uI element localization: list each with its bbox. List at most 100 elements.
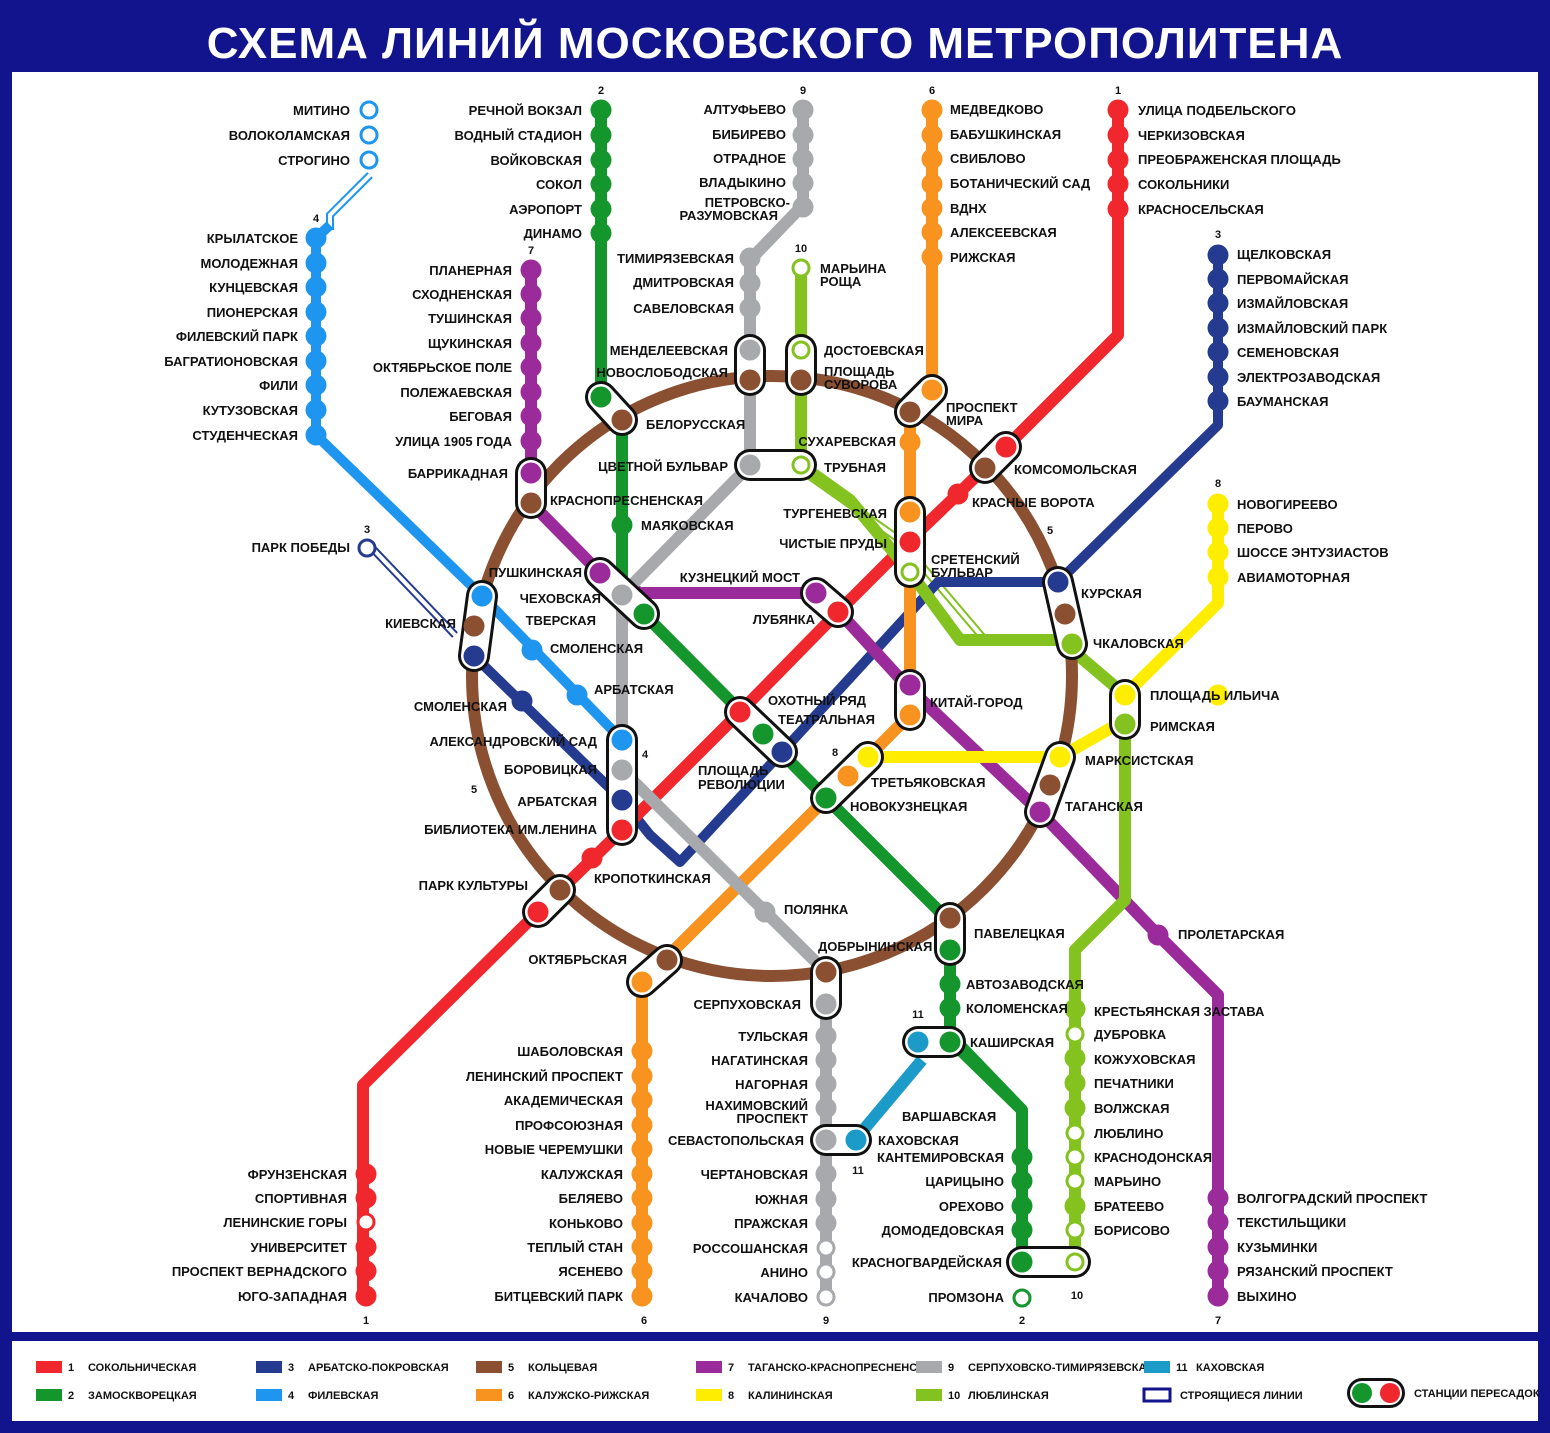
l10-station-dot <box>1064 1072 1086 1094</box>
line-number-n1: 1 <box>363 1315 369 1327</box>
station-label-yuzhnaya: ЮЖНАЯ <box>755 1192 808 1207</box>
l7-station-dot <box>805 582 827 604</box>
line-number-n10: 10 <box>795 243 807 255</box>
l7-station-dot <box>1147 924 1169 946</box>
station-label-sokolniki: СОКОЛЬНИКИ <box>1138 177 1229 192</box>
l6-station-dot <box>631 1040 653 1062</box>
legend-number-2: 2 <box>68 1390 74 1402</box>
station-label-sokol: СОКОЛ <box>536 177 582 192</box>
station-label-smolenskaya4: СМОЛЕНСКАЯ <box>550 641 643 656</box>
line-number-n8: 8 <box>1215 478 1221 490</box>
l7-station-dot <box>1207 1236 1229 1258</box>
legend-swatch-5 <box>476 1361 502 1373</box>
legend-swatch-6 <box>476 1389 502 1401</box>
legend-swatch-4 <box>256 1389 282 1401</box>
l7-station-dot <box>520 356 542 378</box>
l10-station-dot <box>1065 1123 1085 1143</box>
l7-station-dot <box>589 562 611 584</box>
station-label-oktyabrskoe-pole: ОКТЯБРЬСКОЕ ПОЛЕ <box>373 360 512 375</box>
line-number-n1: 1 <box>1115 85 1121 97</box>
line-number-n5: 5 <box>1047 525 1053 537</box>
station-label-ryazansky: РЯЗАНСКИЙ ПРОСПЕКТ <box>1237 1264 1393 1279</box>
station-label-pervomayskaya: ПЕРВОМАЙСКАЯ <box>1237 272 1348 287</box>
station-label-kashirskaya: КАШИРСКАЯ <box>970 1035 1054 1050</box>
station-label-park-kultury: ПАРК КУЛЬТУРЫ <box>419 878 528 893</box>
station-label-krasnodonskaya: КРАСНОДОНСКАЯ <box>1094 1150 1212 1165</box>
legend-construction-label: СТРОЯЩИЕСЯ ЛИНИИ <box>1180 1390 1303 1402</box>
station-label-baumanskaya: БАУМАНСКАЯ <box>1237 394 1329 409</box>
l10-station-dot <box>1064 1195 1086 1217</box>
map-title: СХЕМА ЛИНИЙ МОСКОВСКОГО МЕТРОПОЛИТЕНА <box>207 17 1344 68</box>
station-label-altufevo: АЛТУФЬЕВО <box>704 102 787 117</box>
l7-station-dot <box>1207 1285 1229 1307</box>
station-label-chistye-prudy: ЧИСТЫЕ ПРУДЫ <box>779 536 887 551</box>
l6-station-dot <box>921 246 943 268</box>
l4-station-dot <box>305 399 327 421</box>
line-number-n11: 11 <box>912 1009 924 1021</box>
station-label-krylatskoe: КРЫЛАТСКОЕ <box>207 231 299 246</box>
legend-swatch-2 <box>36 1389 62 1401</box>
station-label-smolenskaya3: СМОЛЕНСКАЯ <box>414 699 507 714</box>
station-label-otradnoe: ОТРАДНОЕ <box>713 151 786 166</box>
l4-station-dot <box>305 301 327 323</box>
station-label-trubnaya: ТРУБНАЯ <box>824 460 886 475</box>
l1-station-dot <box>995 436 1017 458</box>
legend-number-8: 8 <box>728 1390 734 1402</box>
station-label-nagornaya: НАГОРНАЯ <box>735 1077 808 1092</box>
station-label-kuznetsky: КУЗНЕЦКИЙ МОСТ <box>680 570 800 585</box>
l10-station-dot <box>1065 1147 1085 1167</box>
station-label-kitay-gorod: КИТАЙ-ГОРОД <box>930 695 1023 710</box>
station-label-sevastopolskaya: СЕВАСТОПОЛЬСКАЯ <box>668 1133 804 1148</box>
station-label-polyanka: ПОЛЯНКА <box>784 902 849 917</box>
l2-station-dot <box>633 603 655 625</box>
l1-station-dot <box>1107 149 1129 171</box>
station-label-lyublino: ЛЮБЛИНО <box>1094 1126 1164 1141</box>
station-label-komsomolskaya: КОМСОМОЛЬСКАЯ <box>1014 462 1137 477</box>
station-label-studencheskaya: СТУДЕНЧЕСКАЯ <box>192 428 298 443</box>
station-label-aeroport: АЭРОПОРТ <box>509 202 582 217</box>
l5-station-dot <box>463 615 485 637</box>
station-label-strogino: СТРОГИНО <box>278 153 350 168</box>
l9-station-dot <box>739 339 761 361</box>
station-label-vykhino: ВЫХИНО <box>1237 1289 1297 1304</box>
station-label-tretyakovskaya: ТРЕТЬЯКОВСКАЯ <box>871 775 985 790</box>
l2-station-dot <box>939 939 961 961</box>
station-label-rossoshanskaya: РОССОШАНСКАЯ <box>693 1241 808 1256</box>
l9-station-dot <box>815 1212 837 1234</box>
l2-station-dot <box>590 222 612 244</box>
l3-construction-inner <box>370 546 457 637</box>
station-label-timiryazevskaya: ТИМИРЯЗЕВСКАЯ <box>617 251 734 266</box>
station-label-orekhovo: ОРЕХОВО <box>939 1199 1004 1214</box>
legend-transfer-label: СТАНЦИИ ПЕРЕСАДОК <box>1414 1388 1540 1400</box>
l2-station-dot <box>1011 1219 1033 1241</box>
station-label-barrikadnaya: БАРРИКАДНАЯ <box>408 466 508 481</box>
l4-station-dot <box>611 729 633 751</box>
l6-station-dot <box>921 173 943 195</box>
l4-station-dot <box>305 252 327 274</box>
station-label-arbatskaya4: АРБАТСКАЯ <box>594 682 674 697</box>
line-number-n4: 4 <box>313 213 320 225</box>
station-label-paveletskaya: ПАВЕЛЕЦКАЯ <box>974 926 1065 941</box>
l5-station-dot <box>1054 603 1076 625</box>
l3-station-dot <box>1207 341 1229 363</box>
l10-station-dot <box>1114 713 1136 735</box>
station-label-tushinskaya: ТУШИНСКАЯ <box>428 311 512 326</box>
l11-station-dot <box>907 1031 929 1053</box>
l4-station-dot <box>359 150 379 170</box>
legend-line-name-2: ЗАМОСКВОРЕЦКАЯ <box>88 1390 197 1402</box>
station-label-anino: АНИНО <box>760 1265 808 1280</box>
line-number-n3: 3 <box>364 524 370 536</box>
l1-station-dot <box>581 847 603 869</box>
l6-station-dot <box>899 431 921 453</box>
l10-station-dot <box>1065 1171 1085 1191</box>
l11-track <box>850 1056 927 1144</box>
station-label-kuntsevskaya: КУНЦЕВСКАЯ <box>209 280 298 295</box>
station-label-vodny: ВОДНЫЙ СТАДИОН <box>455 128 583 143</box>
l10-station-dot <box>1064 998 1086 1020</box>
station-label-pl-rev1: ПЛОЩАДЬ <box>698 763 768 778</box>
l3-station-dot <box>1207 317 1229 339</box>
l7-station-dot <box>1207 1260 1229 1282</box>
station-labels: МИТИНОВОЛОКОЛАМСКАЯСТРОГИНОКРЫЛАТСКОЕМОЛ… <box>164 102 1427 1305</box>
station-label-alekseevskaya: АЛЕКСЕЕВСКАЯ <box>950 225 1057 240</box>
l4-station-dot <box>566 684 588 706</box>
